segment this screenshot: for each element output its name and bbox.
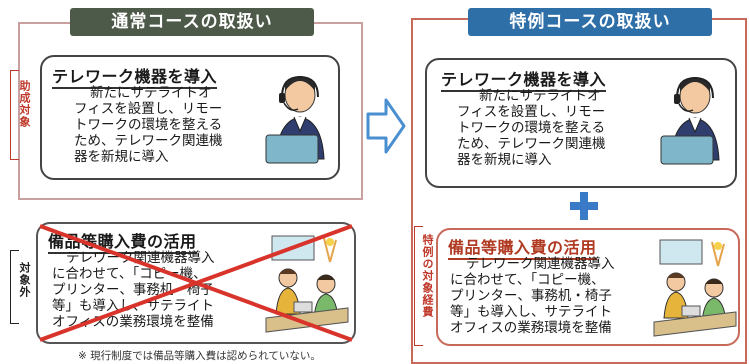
body-line: 新たにサテライトオ <box>479 88 601 104</box>
left-bottom-bracket <box>10 250 19 324</box>
office-desk-illustration-icon <box>653 239 737 337</box>
body-line: オフィスの業務環境を整備 <box>52 314 214 330</box>
right-top-card-title: テレワーク機器を導入 <box>441 66 607 92</box>
left-top-card-body: 新たにサテライトオ フィスを設置し、リモー トワークの環境を整える ため、テレワ… <box>74 85 270 165</box>
right-bottom-card-body: テレワーク関連機器導入 に合わせて、「コピー機、 プリンター、事務机・椅子 等」… <box>450 256 660 336</box>
left-top-card-title: テレワーク機器を導入 <box>52 63 218 89</box>
right-panel-header: 特例コースの取扱い <box>468 8 712 36</box>
body-line: フィスを設置し、リモー <box>74 101 223 117</box>
worker-with-headset-icon <box>265 75 325 164</box>
left-footnote: ※ 現行制度では備品等購入費は認められていない。 <box>78 350 321 362</box>
left-top-bracket <box>10 70 19 160</box>
body-line: ため、テレワーク関連機 <box>457 136 606 152</box>
left-bottom-side-label: 対象外 <box>18 262 31 298</box>
not-eligible-cross-icon <box>39 224 353 342</box>
body-line: プリンター、事務机・椅子 <box>450 288 612 304</box>
right-arrow-icon <box>366 98 406 154</box>
worker-with-headset-icon <box>660 76 720 165</box>
body-line: 等」も導入し、サテライト <box>450 304 612 320</box>
body-line: に合わせて、「コピー機、 <box>52 266 207 282</box>
body-line: オフィスの業務環境を整備 <box>450 320 612 336</box>
body-line: テレワーク関連機器導入 <box>466 256 615 272</box>
left-panel-header: 通常コースの取扱い <box>70 8 314 36</box>
body-line: フィスを設置し、リモー <box>457 104 606 120</box>
body-line: テレワーク関連機器導入 <box>66 250 215 266</box>
body-line: トワークの環境を整える <box>457 120 606 136</box>
left-top-side-label: 助成対象 <box>18 80 31 128</box>
plus-icon <box>570 192 598 220</box>
body-line: ため、テレワーク関連機 <box>74 133 223 149</box>
left-bottom-card-title: 備品等購入費の活用 <box>48 228 197 254</box>
body-line: トワークの環境を整える <box>74 117 223 133</box>
right-side-bracket <box>414 226 423 346</box>
left-bottom-card-body: テレワーク関連機器導入 に合わせて、「コピー機、 プリンター、事務机・椅子 等」… <box>52 250 262 330</box>
body-line: 新たにサテライトオ <box>90 85 212 101</box>
body-line: に合わせて、「コピー機、 <box>450 272 605 288</box>
body-line: プリンター、事務机・椅子 <box>52 282 214 298</box>
left-top-card: テレワーク機器を導入 新たにサテライトオ フィスを設置し、リモー トワークの環境… <box>40 55 340 180</box>
right-bottom-card-title: 備品等購入費の活用 <box>448 234 597 260</box>
right-side-label: 特例の対象経費 <box>421 234 434 318</box>
right-top-card-body: 新たにサテライトオ フィスを設置し、リモー トワークの環境を整える ため、テレワ… <box>457 88 665 168</box>
body-line: 器を新規に導入 <box>457 152 552 168</box>
body-line: 器を新規に導入 <box>74 149 169 165</box>
right-bottom-card: 備品等購入費の活用 テレワーク関連機器導入 に合わせて、「コピー機、 プリンター… <box>436 228 740 346</box>
right-top-card: テレワーク機器を導入 新たにサテライトオ フィスを設置し、リモー トワークの環境… <box>425 58 737 188</box>
